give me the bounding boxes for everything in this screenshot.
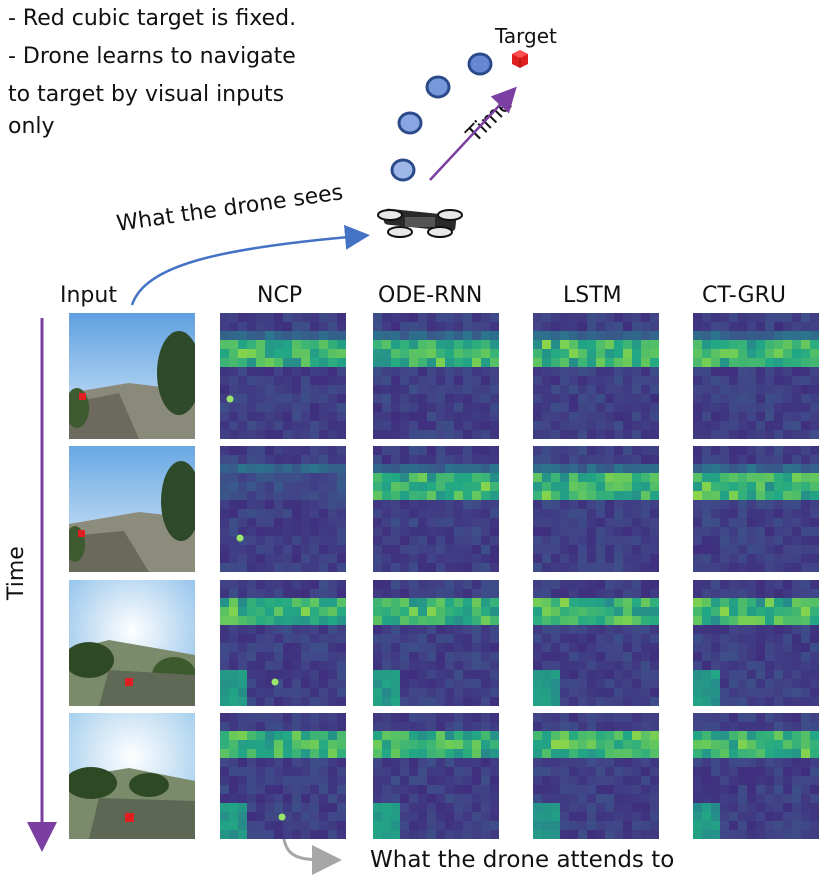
heatmap-ct-gru-row-3 [693, 580, 819, 706]
heatmap-lstm-row-3 [533, 580, 659, 706]
time-arrow [429, 86, 517, 181]
heatmap-ncp-row-1 [220, 313, 346, 439]
heatmap-ct-gru-row-4 [693, 713, 819, 839]
drone-icon [377, 208, 463, 238]
heatmap-ncp-row-2 [220, 446, 346, 572]
column-header-input: Input [60, 283, 117, 308]
heatmap-lstm-row-2 [533, 446, 659, 572]
column-header-lstm: LSTM [563, 283, 622, 308]
heatmap-ncp-row-3 [220, 580, 346, 706]
column-header-ncp: NCP [257, 283, 303, 308]
column-header-ct-gru: CT-GRU [702, 283, 786, 308]
heatmap-ode-rnn-row-3 [373, 580, 499, 706]
trajectory-dot [425, 75, 451, 99]
attention-hotspot [271, 678, 279, 686]
note-line-4: only [8, 114, 55, 139]
input-frame-3 [69, 580, 195, 706]
input-frame-2 [69, 446, 195, 572]
column-header-ode-rnn: ODE-RNN [378, 283, 483, 308]
heatmap-lstm-row-1 [533, 313, 659, 439]
input-frame-4 [69, 713, 195, 839]
heatmap-ncp-row-4 [220, 713, 346, 839]
heatmap-ct-gru-row-1 [693, 313, 819, 439]
attention-hotspot [236, 534, 244, 542]
input-frame-1 [69, 313, 195, 439]
heatmap-lstm-row-4 [533, 713, 659, 839]
heatmap-ode-rnn-row-2 [373, 446, 499, 572]
trajectory-dot [467, 52, 493, 76]
heatmap-ode-rnn-row-1 [373, 313, 499, 439]
heatmap-ct-gru-row-2 [693, 446, 819, 572]
attention-hotspot [278, 813, 286, 821]
note-line-3: to target by visual inputs [8, 82, 285, 107]
attends-caption: What the drone attends to [370, 847, 675, 873]
target-cube-icon [512, 50, 528, 68]
note-line-2: - Drone learns to navigate [8, 44, 296, 69]
drone-sees-arrow [130, 224, 370, 306]
heatmap-ode-rnn-row-4 [373, 713, 499, 839]
attention-hotspot [226, 395, 234, 403]
trajectory-dot [397, 111, 423, 135]
target-label: Target [495, 24, 557, 48]
trajectory-dot [390, 158, 416, 182]
note-line-1: - Red cubic target is fixed. [8, 6, 297, 31]
